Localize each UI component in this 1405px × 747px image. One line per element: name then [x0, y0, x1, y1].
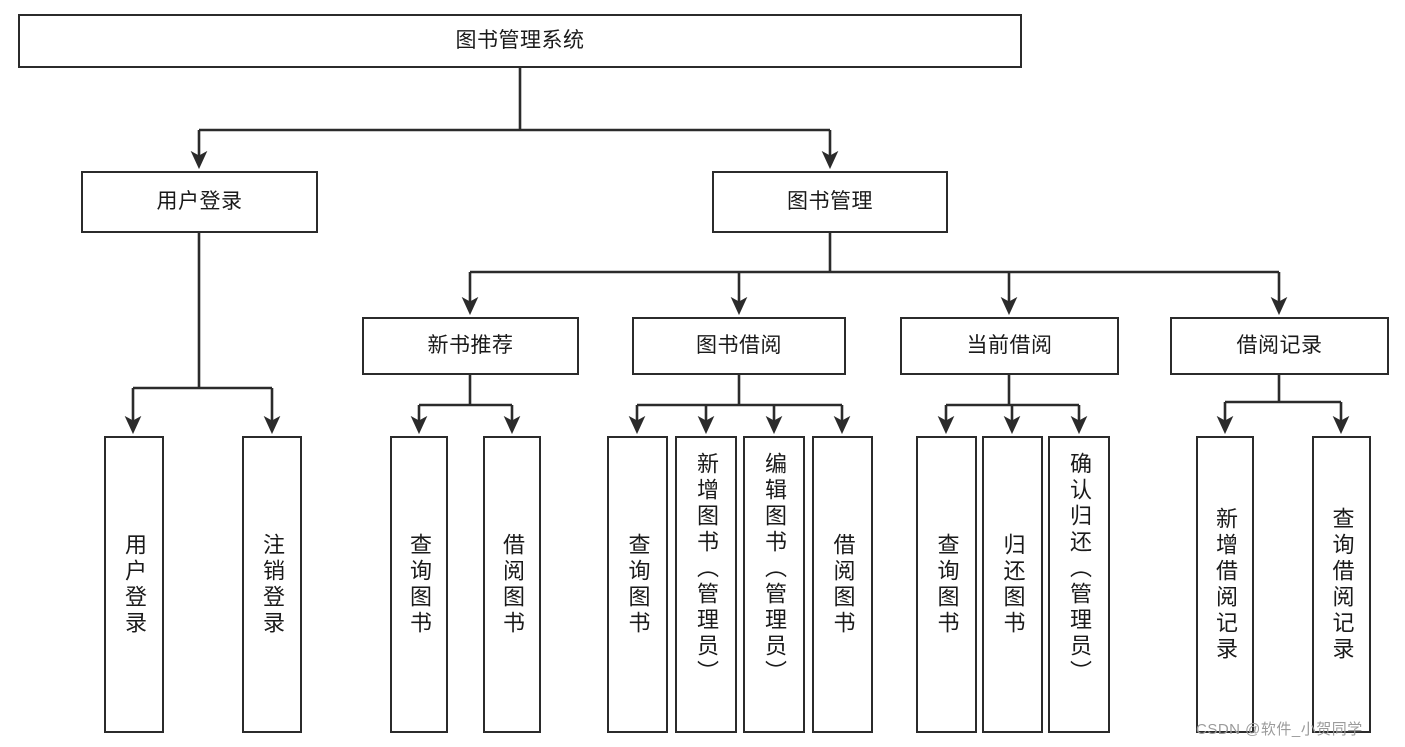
leaf-add-borrow-record-label: 新增借阅记录: [1213, 506, 1238, 663]
node-current-borrow-label: 当前借阅: [966, 334, 1053, 358]
leaf-borrow-book-recommend-label: 借阅图书: [500, 532, 525, 637]
node-book-management-label: 图书管理: [787, 190, 873, 214]
leaf-return-book-label: 归还图书: [1000, 532, 1026, 637]
leaf-search-book-current[interactable]: 查询图书: [916, 436, 977, 733]
leaf-add-book-admin-label: 新增图书（管理员）: [694, 452, 719, 686]
node-book-management[interactable]: 图书管理: [712, 171, 948, 233]
node-borrow-record[interactable]: 借阅记录: [1170, 317, 1389, 375]
node-current-borrow[interactable]: 当前借阅: [900, 317, 1119, 375]
node-new-book-recommend[interactable]: 新书推荐: [362, 317, 579, 375]
leaf-add-book-admin[interactable]: 新增图书（管理员）: [675, 436, 737, 733]
leaf-confirm-return-admin[interactable]: 确认归还（管理员）: [1048, 436, 1110, 733]
leaf-search-book-current-label: 查询图书: [934, 532, 960, 637]
leaf-user-logout[interactable]: 注销登录: [242, 436, 302, 733]
leaf-return-book[interactable]: 归还图书: [982, 436, 1043, 733]
leaf-user-login[interactable]: 用户登录: [104, 436, 164, 733]
watermark-csdn: CSDN @软件_小贺同学: [1196, 721, 1363, 738]
leaf-search-borrow-record-label: 查询借阅记录: [1329, 506, 1355, 663]
node-borrow-record-label: 借阅记录: [1236, 334, 1323, 358]
leaf-confirm-return-admin-label: 确认归还（管理员）: [1067, 452, 1092, 686]
leaf-borrow-book-label: 借阅图书: [830, 532, 856, 637]
leaf-borrow-book[interactable]: 借阅图书: [812, 436, 873, 733]
leaf-search-book-label: 查询图书: [625, 532, 651, 637]
leaf-edit-book-admin[interactable]: 编辑图书（管理员）: [743, 436, 805, 733]
node-root[interactable]: 图书管理系统: [18, 14, 1022, 68]
node-root-label: 图书管理系统: [455, 29, 585, 53]
node-user-login-label: 用户登录: [156, 190, 243, 214]
leaf-search-book-recommend[interactable]: 查询图书: [390, 436, 448, 733]
leaf-edit-book-admin-label: 编辑图书（管理员）: [762, 452, 787, 686]
leaf-search-book-recommend-label: 查询图书: [407, 532, 432, 637]
leaf-search-borrow-record[interactable]: 查询借阅记录: [1312, 436, 1371, 733]
leaf-add-borrow-record[interactable]: 新增借阅记录: [1196, 436, 1254, 733]
leaf-borrow-book-recommend[interactable]: 借阅图书: [483, 436, 541, 733]
leaf-user-logout-label: 注销登录: [260, 532, 285, 637]
leaf-user-login-label: 用户登录: [122, 532, 147, 637]
node-new-book-recommend-label: 新书推荐: [427, 334, 514, 358]
node-book-borrow-label: 图书借阅: [696, 334, 782, 358]
node-user-login[interactable]: 用户登录: [81, 171, 318, 233]
node-book-borrow[interactable]: 图书借阅: [632, 317, 846, 375]
leaf-search-book[interactable]: 查询图书: [607, 436, 668, 733]
